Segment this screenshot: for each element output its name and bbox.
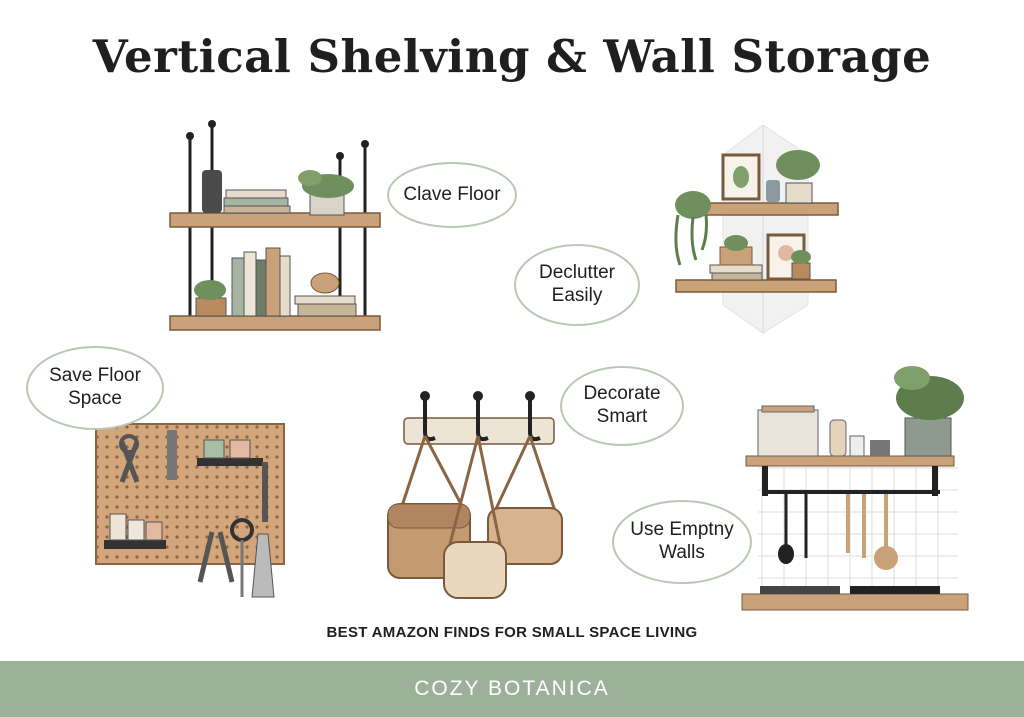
corner-shelf-illustration xyxy=(674,125,839,334)
rope-shelf-illustration xyxy=(169,120,381,331)
callout-use-empty-walls-label: Use Emptny Walls xyxy=(630,519,734,563)
callout-decorate-smart: Decorate Smart xyxy=(560,366,684,446)
brand-name: COZY BOTANICA xyxy=(414,677,610,700)
callout-save-floor-space-label: Save Floor Space xyxy=(49,365,141,409)
callout-save-floor-space: Save Floor Space xyxy=(26,346,164,430)
wall-hooks-bags-illustration xyxy=(387,391,563,599)
callout-clave-floor: Clave Floor xyxy=(387,162,517,228)
pegboard-illustration xyxy=(95,423,285,598)
callout-decorate-smart-label: Decorate Smart xyxy=(583,383,661,427)
page-title: Vertical Shelving & Wall Storage xyxy=(92,30,932,83)
callout-clave-floor-label: Clave Floor xyxy=(403,183,501,205)
callout-declutter-easily-label: Declutter Easily xyxy=(538,262,616,306)
kitchen-rail-illustration xyxy=(741,366,969,611)
callout-declutter-easily: Declutter Easily xyxy=(514,244,640,326)
tagline: BEST AMAZON FINDS FOR SMALL SPACE LIVING xyxy=(326,624,698,641)
callout-use-empty-walls: Use Emptny Walls xyxy=(612,500,752,584)
footer-bar: COZY BOTANICA xyxy=(0,661,1024,717)
